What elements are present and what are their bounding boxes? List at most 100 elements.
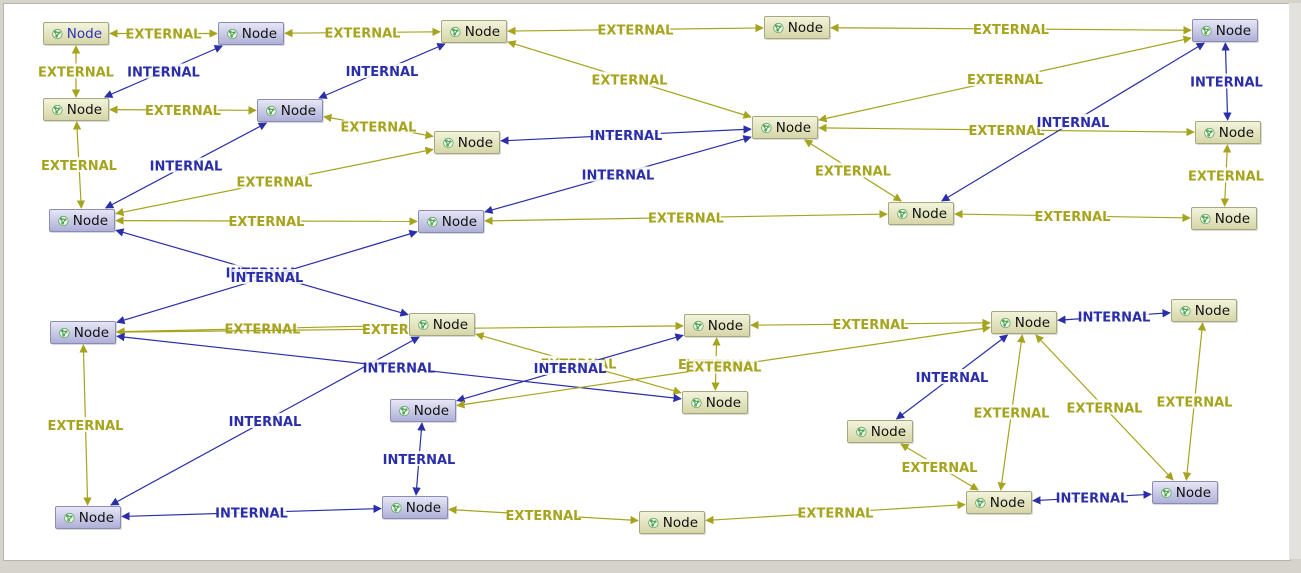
node-label: Node <box>241 25 277 42</box>
node-label: Node <box>775 119 811 136</box>
node-label: Node <box>66 101 102 118</box>
graph-node-icon <box>443 137 454 148</box>
edge-label: EXTERNAL <box>229 215 305 230</box>
graph-node-icon <box>693 320 704 331</box>
node-label: Node <box>280 102 316 119</box>
node-label: Node <box>457 134 493 151</box>
edge-label: INTERNAL <box>1037 116 1110 131</box>
edge-label: INTERNAL <box>231 271 304 286</box>
graph-node[interactable]: Node <box>418 210 484 233</box>
node-label: Node <box>1215 22 1251 39</box>
graph-node[interactable]: Node <box>49 209 115 232</box>
edge-label: EXTERNAL <box>341 121 417 136</box>
edge-label-background <box>594 71 665 87</box>
graph-node[interactable]: Node <box>847 420 913 443</box>
edge-label-background <box>1038 114 1108 129</box>
graph-node-icon <box>975 497 986 508</box>
graph-node-icon <box>691 397 702 408</box>
edge-label: EXTERNAL <box>598 24 674 39</box>
graph-node[interactable]: Node <box>382 496 448 519</box>
node-label: Node <box>405 499 441 516</box>
graph-node[interactable]: Node <box>434 131 500 154</box>
graph-node[interactable]: Node <box>390 399 456 422</box>
edge-label-background <box>600 21 671 37</box>
graph-node-icon <box>897 208 908 219</box>
edge-label-background <box>818 162 888 178</box>
edge-label-background <box>1159 393 1230 409</box>
graph-node[interactable]: Node <box>1191 207 1257 230</box>
graph-node[interactable]: Node <box>682 391 748 414</box>
node-label: Node <box>705 394 741 411</box>
graph-node[interactable]: Node <box>43 98 109 121</box>
edge-label-background <box>904 459 975 474</box>
edge-label: EXTERNAL <box>48 419 124 434</box>
node-label: Node <box>787 19 823 36</box>
edge-label-background <box>1037 208 1108 223</box>
edge-label: INTERNAL <box>1078 311 1151 326</box>
edge-label: EXTERNAL <box>38 66 114 81</box>
edge-label: INTERNAL <box>127 66 200 81</box>
graph-node[interactable]: Node <box>684 314 750 337</box>
graph-node-icon <box>1200 213 1211 224</box>
graph-node[interactable]: Node <box>43 22 109 45</box>
node-label: Node <box>1214 210 1250 227</box>
graph-node[interactable]: Node <box>1171 299 1237 322</box>
edge-label: EXTERNAL <box>41 159 117 174</box>
graph-node[interactable]: Node <box>55 506 121 529</box>
graph-node[interactable]: Node <box>764 16 830 39</box>
edge-label: EXTERNAL <box>648 212 724 227</box>
edge-label: EXTERNAL <box>1157 396 1233 411</box>
graph-node[interactable]: Node <box>1195 121 1261 144</box>
edge-label: EXTERNAL <box>237 176 313 191</box>
node-label: Node <box>464 23 500 40</box>
edge-label: EXTERNAL <box>1067 402 1143 417</box>
edge-label-background <box>508 507 579 522</box>
edge-label: EXTERNAL <box>686 361 762 376</box>
vertical-scrollbar[interactable] <box>1289 3 1301 559</box>
graph-node[interactable]: Node <box>1152 481 1218 504</box>
edge-label: INTERNAL <box>346 65 419 80</box>
edge-label: EXTERNAL <box>969 124 1045 139</box>
edge-label-background <box>41 63 111 79</box>
graph-node-icon <box>773 22 784 33</box>
graph-node[interactable]: Node <box>257 99 323 122</box>
graph-node[interactable]: Node <box>966 491 1032 514</box>
graph-node[interactable]: Node <box>441 20 507 43</box>
graph-node[interactable]: Node <box>218 22 284 45</box>
edge-label-background <box>1191 167 1261 183</box>
graph-node[interactable]: Node <box>991 311 1057 334</box>
node-label: Node <box>1014 314 1050 331</box>
edge-label-background <box>50 417 121 432</box>
graph-node[interactable]: Node <box>409 313 475 336</box>
edge-label-background <box>583 166 653 182</box>
edge-label-background <box>976 404 1047 420</box>
edge-label: INTERNAL <box>916 371 989 386</box>
edge-label: INTERNAL <box>590 129 663 144</box>
graph-node[interactable]: Node <box>888 202 954 225</box>
edge-label-background <box>230 413 300 428</box>
edge-label-background <box>231 213 302 228</box>
edge-label-background <box>384 451 454 466</box>
graph-node[interactable]: Node <box>1192 19 1258 42</box>
edge-label: EXTERNAL <box>145 104 221 119</box>
edge-label: EXTERNAL <box>974 407 1050 422</box>
edge-label-background <box>1191 73 1262 89</box>
graph-node-icon <box>1180 305 1191 316</box>
graph-node-icon <box>450 26 461 37</box>
edge-label: EXTERNAL <box>325 27 401 42</box>
edge-label: EXTERNAL <box>1188 170 1264 185</box>
graph-node-icon <box>761 122 772 133</box>
graph-node[interactable]: Node <box>50 321 116 344</box>
node-label: Node <box>1194 302 1230 319</box>
edge-label-background <box>688 358 759 374</box>
edge-label-background <box>128 63 199 79</box>
edge-label: INTERNAL <box>1190 76 1263 91</box>
edge-label: EXTERNAL <box>592 74 668 89</box>
edge-label-background <box>1079 308 1149 324</box>
node-label: Node <box>1218 124 1254 141</box>
graph-node-icon <box>52 28 63 39</box>
edge-label: INTERNAL <box>229 415 302 430</box>
graph-node[interactable]: Node <box>752 116 818 139</box>
graph-node[interactable]: Node <box>639 511 705 534</box>
edge-label: INTERNAL <box>1056 492 1129 507</box>
